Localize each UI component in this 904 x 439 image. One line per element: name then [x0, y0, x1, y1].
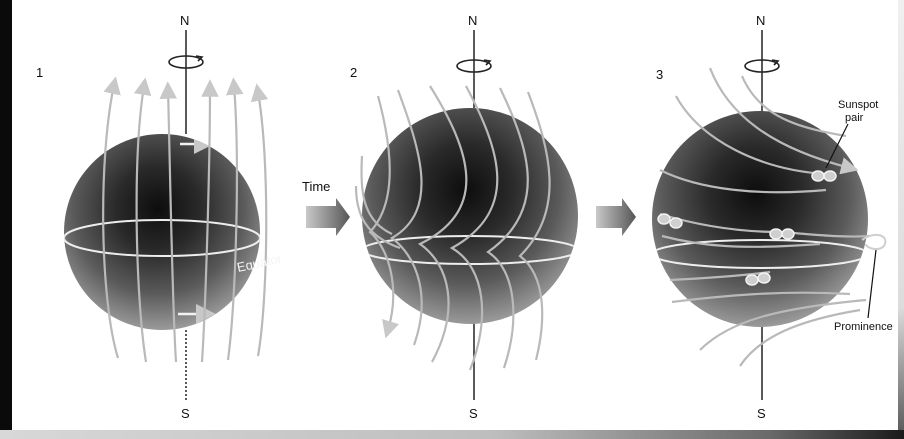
time-arrow: Time	[302, 179, 350, 236]
sunspot-label-line-1: Sunspot	[838, 99, 878, 111]
panel-2-number: 2	[350, 65, 357, 80]
north-label: N	[756, 13, 765, 28]
panel-3-number: 3	[656, 67, 663, 82]
prominence-label: Prominence	[834, 321, 893, 333]
north-label: N	[468, 13, 477, 28]
sun-sphere	[64, 134, 260, 330]
sunspot-label-line-2: pair	[845, 112, 864, 124]
prominence-leader-line	[868, 250, 876, 318]
south-label: S	[469, 406, 478, 421]
time-arrow	[596, 198, 636, 236]
time-label: Time	[302, 179, 330, 194]
panel-1: 1 N S Equator	[36, 13, 284, 421]
panel-2: 2 N S	[350, 13, 578, 421]
north-label: N	[180, 13, 189, 28]
south-label: S	[181, 406, 190, 421]
panel-1-number: 1	[36, 65, 43, 80]
panel-3: 3 N S	[652, 13, 893, 421]
south-label: S	[757, 406, 766, 421]
